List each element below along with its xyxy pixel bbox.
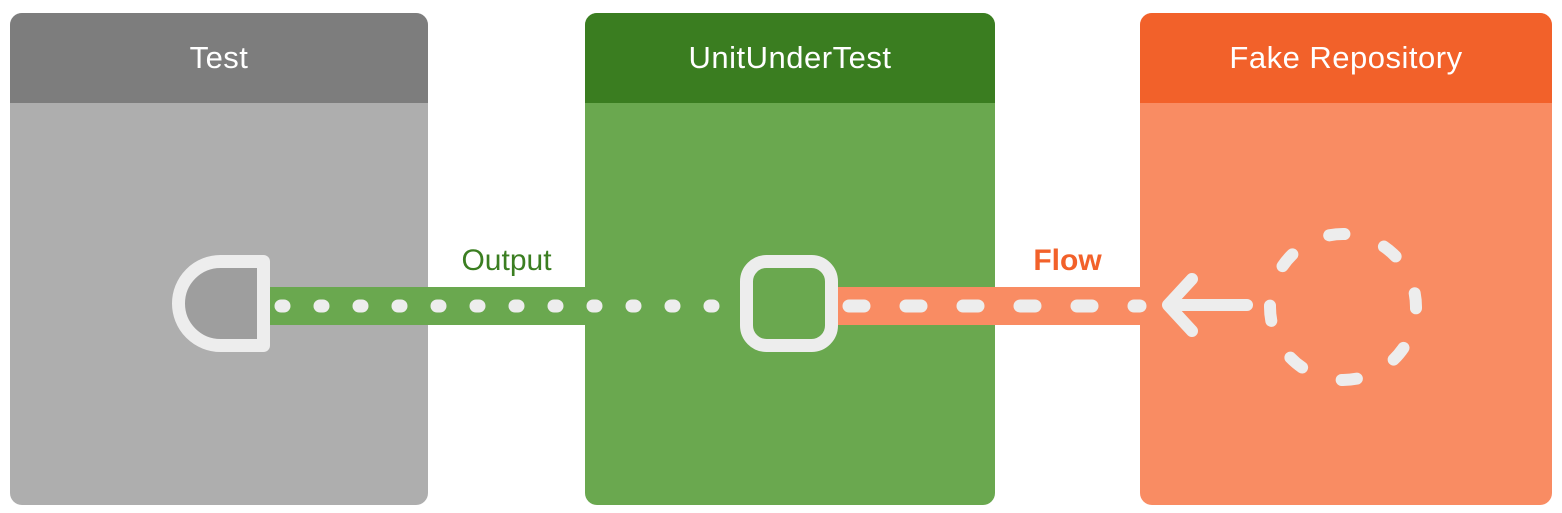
rounded-square-icon [740,255,838,352]
output-port-icon [172,255,270,352]
box-fake-repository-title: Fake Repository [1229,40,1463,75]
box-unit-under-test-title: UnitUnderTest [688,40,892,75]
box-test: Test [10,13,428,505]
flow-connection-label: Flow [1033,244,1102,277]
box-unit-under-test-header: UnitUnderTest [585,13,995,103]
box-unit-under-test: UnitUnderTest [585,13,995,505]
box-fake-repository-header: Fake Repository [1140,13,1552,103]
box-test-header: Test [10,13,428,103]
dashed-circle-icon [1264,228,1422,386]
arrow-left-icon [1162,273,1253,337]
box-fake-repository: Fake Repository [1140,13,1552,505]
output-connection-label: Output [461,244,552,277]
box-test-title: Test [189,40,249,75]
